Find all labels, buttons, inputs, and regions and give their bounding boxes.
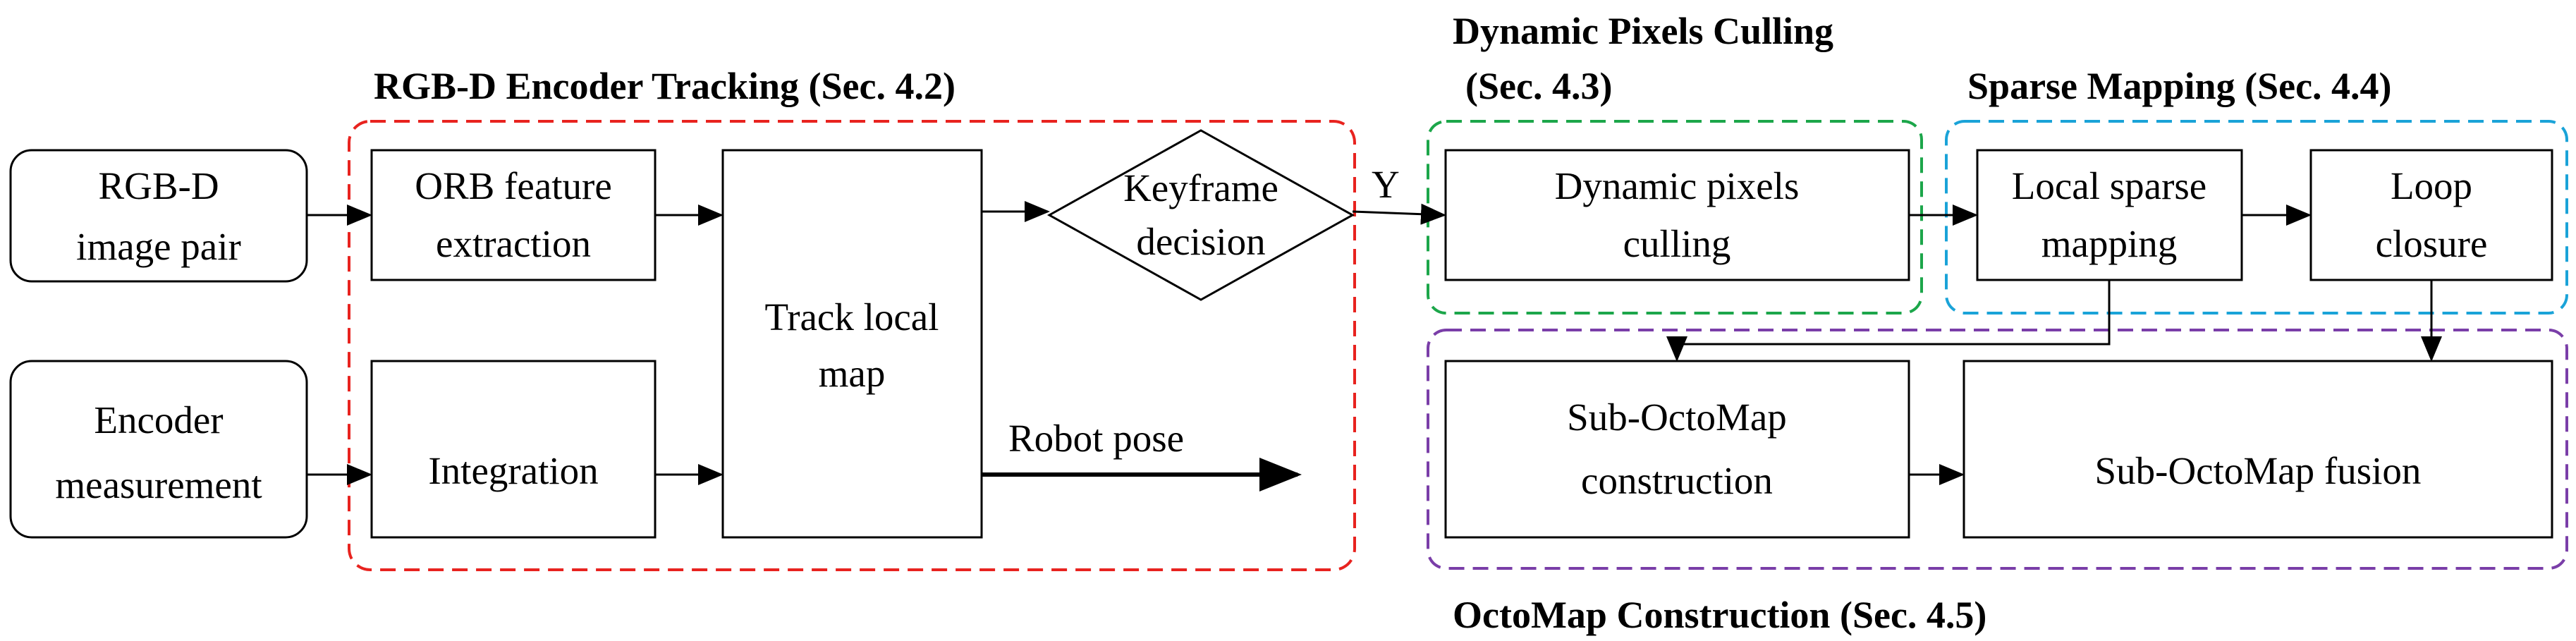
group-title-octomap: OctoMap Construction (Sec. 4.5) bbox=[1453, 594, 1986, 636]
node-rgbd-input-line1: RGB-D bbox=[98, 164, 219, 207]
node-sub-construction-line2: construction bbox=[1581, 459, 1773, 502]
node-loop-closure-line2: closure bbox=[2376, 222, 2488, 265]
node-track-map-line1: Track local bbox=[765, 295, 939, 338]
node-orb-line2: extraction bbox=[436, 222, 591, 265]
node-encoder-input bbox=[9, 360, 308, 539]
node-local-sparse-line1: Local sparse bbox=[2012, 164, 2206, 207]
edge-label-yes: Y bbox=[1372, 163, 1400, 206]
group-octomap bbox=[1427, 329, 2568, 570]
node-integration-line1: Integration bbox=[428, 449, 598, 492]
group-title-sparse-mapping: Sparse Mapping (Sec. 4.4) bbox=[1967, 65, 2392, 107]
node-encoder-input-line1: Encoder bbox=[94, 398, 223, 441]
node-keyframe bbox=[1046, 129, 1355, 301]
node-dynamic-pixels-line2: culling bbox=[1623, 222, 1731, 265]
node-keyframe-line1: Keyframe bbox=[1123, 166, 1278, 209]
node-integration bbox=[370, 360, 657, 539]
node-keyframe-line2: decision bbox=[1136, 220, 1265, 263]
node-rgbd-input-line2: image pair bbox=[76, 225, 241, 268]
group-sparse-mapping bbox=[1945, 120, 2568, 315]
node-local-sparse-line2: mapping bbox=[2041, 222, 2177, 265]
group-title-dynamic-culling-sec: (Sec. 4.3) bbox=[1465, 65, 1612, 107]
node-orb-line1: ORB feature bbox=[415, 164, 612, 207]
node-sub-fusion-line1: Sub-OctoMap fusion bbox=[2095, 449, 2422, 492]
group-rgbd-tracking bbox=[348, 120, 1356, 571]
node-track-map bbox=[721, 149, 983, 539]
node-dynamic-pixels-line1: Dynamic pixels bbox=[1555, 164, 1800, 207]
node-sub-construction-line1: Sub-OctoMap bbox=[1567, 396, 1787, 439]
node-sub-fusion bbox=[1962, 360, 2553, 539]
node-loop-closure-line1: Loop bbox=[2391, 164, 2472, 207]
edge-keyframe-to-dynamic bbox=[1352, 203, 1446, 225]
node-loop-closure bbox=[2309, 149, 2553, 281]
edge-local-sparse-to-sub-construction bbox=[1666, 280, 2111, 362]
node-track-map-line2: map bbox=[819, 352, 886, 395]
group-title-rgbd-tracking: RGB-D Encoder Tracking (Sec. 4.2) bbox=[374, 65, 956, 107]
node-orb bbox=[370, 149, 657, 281]
node-encoder-input-line2: measurement bbox=[55, 463, 262, 506]
node-sub-construction bbox=[1444, 360, 1910, 539]
edge-label-robot-pose: Robot pose bbox=[1008, 417, 1184, 460]
group-title-dynamic-culling: Dynamic Pixels Culling bbox=[1453, 10, 1833, 52]
